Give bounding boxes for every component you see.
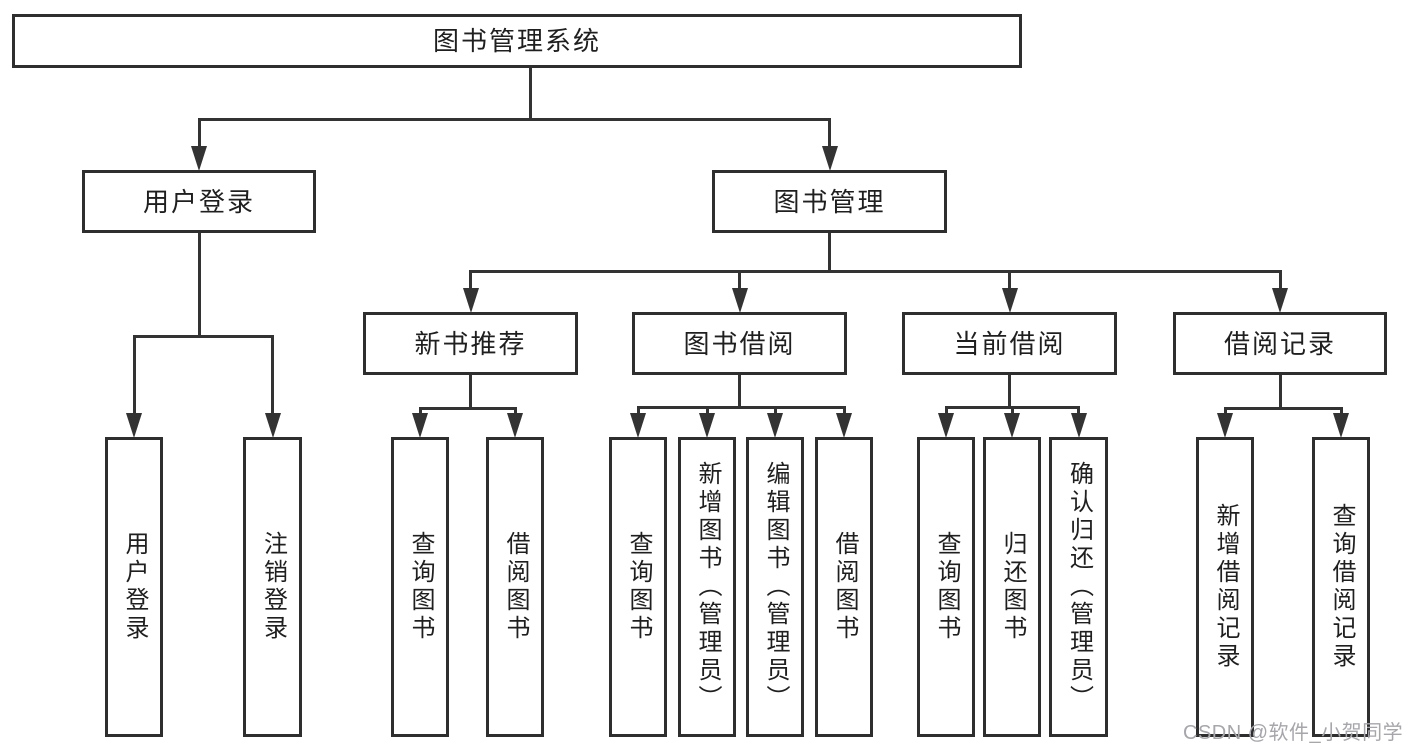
node-leaf-confirm-return-admin: 确认归还（管理员）	[1049, 437, 1108, 737]
arrow-down-icon-leaf-user-login	[126, 413, 142, 438]
connector-branch-book-borrowing	[636, 406, 846, 409]
node-leaf-current-query: 查询图书	[917, 437, 975, 737]
node-new-book-recommend: 新书推荐	[363, 312, 578, 375]
arrow-down-icon-leaf-borrowing-query	[630, 413, 646, 438]
node-borrowing-records: 借阅记录	[1173, 312, 1387, 375]
node-leaf-borrowing-query-label: 查询图书	[625, 531, 652, 643]
node-leaf-add-book-admin-label: 新增图书（管理员）	[694, 461, 721, 713]
connector-stem-current-borrowing	[1008, 375, 1011, 409]
arrow-down-icon-leaf-recommend-query	[412, 413, 428, 438]
node-leaf-logout: 注销登录	[243, 437, 302, 737]
node-leaf-add-borrow-record-label: 新增借阅记录	[1212, 503, 1239, 671]
connector-drop-borrowing-records	[1278, 270, 1282, 294]
connector-branch-user-login	[132, 335, 274, 338]
node-leaf-edit-book-admin: 编辑图书（管理员）	[746, 437, 804, 737]
csdn-watermark: CSDN @软件_小贺同学	[1183, 722, 1404, 744]
node-leaf-logout-label: 注销登录	[259, 531, 287, 643]
connector-branch-system-root	[197, 118, 831, 121]
connector-drop-new-book-recommend	[469, 270, 472, 294]
node-leaf-edit-book-admin-label: 编辑图书（管理员）	[762, 461, 789, 713]
node-book-borrowing: 图书借阅	[632, 312, 847, 375]
node-new-book-recommend-label: 新书推荐	[414, 328, 527, 359]
node-system-root-label: 图书管理系统	[432, 26, 601, 56]
connector-drop-leaf-borrowing-query	[636, 406, 640, 419]
arrow-down-icon-borrowing-records	[1272, 288, 1288, 313]
connector-drop-book-borrowing	[738, 270, 741, 294]
connector-drop-leaf-current-query	[944, 406, 948, 419]
node-leaf-return-book-label: 归还图书	[999, 531, 1026, 643]
connector-drop-leaf-user-login	[132, 335, 136, 419]
connector-stem-new-book-recommend	[469, 375, 472, 410]
connector-drop-leaf-borrow-book	[842, 406, 846, 419]
connector-branch-new-book-recommend	[418, 407, 517, 410]
connector-drop-leaf-edit-book-admin	[773, 406, 777, 419]
connector-branch-book-management	[469, 270, 1282, 273]
node-leaf-current-query-label: 查询图书	[933, 531, 960, 643]
node-leaf-borrow-book-label: 借阅图书	[831, 531, 858, 643]
node-user-login: 用户登录	[82, 170, 316, 233]
connector-branch-borrowing-records	[1223, 407, 1343, 410]
arrow-down-icon-current-borrowing	[1001, 288, 1018, 313]
node-leaf-recommend-borrow-label: 借阅图书	[502, 531, 529, 643]
node-system-root: 图书管理系统	[12, 14, 1022, 68]
node-borrowing-records-label: 借阅记录	[1223, 328, 1336, 359]
connector-drop-book-management	[828, 118, 831, 152]
arrow-down-icon-leaf-confirm-return-admin	[1070, 413, 1087, 438]
arrow-down-icon-leaf-logout	[264, 413, 281, 438]
connector-stem-system-root	[528, 68, 532, 121]
arrow-down-icon-user-login	[191, 146, 207, 171]
node-current-borrowing-label: 当前借阅	[953, 328, 1066, 359]
node-leaf-user-login: 用户登录	[105, 437, 163, 737]
arrow-down-icon-leaf-borrow-book	[836, 413, 852, 438]
node-leaf-borrowing-query: 查询图书	[609, 437, 667, 737]
arrow-down-icon-leaf-add-book-admin	[699, 413, 715, 438]
node-leaf-add-borrow-record: 新增借阅记录	[1196, 437, 1254, 737]
node-leaf-user-login-label: 用户登录	[121, 531, 148, 643]
connector-drop-leaf-logout	[271, 335, 274, 419]
arrow-down-icon-leaf-add-borrow-record	[1217, 413, 1233, 438]
connector-drop-user-login	[197, 118, 201, 152]
node-leaf-query-borrow-record: 查询借阅记录	[1312, 437, 1370, 737]
connector-stem-user-login	[197, 233, 201, 338]
arrow-down-icon-leaf-recommend-borrow	[507, 413, 523, 438]
arrow-down-icon-book-management	[821, 146, 838, 171]
node-leaf-recommend-query: 查询图书	[391, 437, 449, 737]
node-leaf-confirm-return-admin-label: 确认归还（管理员）	[1065, 461, 1093, 713]
node-leaf-recommend-query-label: 查询图书	[407, 531, 434, 643]
node-book-management: 图书管理	[712, 170, 947, 233]
node-leaf-return-book: 归还图书	[983, 437, 1041, 737]
connector-drop-leaf-confirm-return-admin	[1077, 406, 1080, 419]
node-leaf-recommend-borrow: 借阅图书	[486, 437, 544, 737]
arrow-down-icon-new-book-recommend	[462, 288, 479, 313]
arrow-down-icon-leaf-current-query	[938, 413, 954, 438]
node-book-borrowing-label: 图书借阅	[683, 328, 796, 359]
arrow-down-icon-leaf-return-book	[1004, 413, 1020, 438]
node-user-login-label: 用户登录	[142, 186, 255, 217]
connector-drop-leaf-return-book	[1010, 406, 1014, 419]
node-leaf-add-book-admin: 新增图书（管理员）	[678, 437, 736, 737]
connector-drop-current-borrowing	[1008, 270, 1011, 294]
connector-stem-borrowing-records	[1278, 375, 1282, 410]
node-book-management-label: 图书管理	[773, 186, 886, 217]
connector-drop-leaf-add-book-admin	[705, 406, 709, 419]
node-leaf-borrow-book: 借阅图书	[815, 437, 873, 737]
node-current-borrowing: 当前借阅	[902, 312, 1117, 375]
connector-stem-book-borrowing	[738, 375, 741, 409]
arrow-down-icon-leaf-edit-book-admin	[767, 413, 783, 438]
connector-stem-book-management	[828, 233, 831, 273]
arrow-down-icon-book-borrowing	[731, 288, 748, 313]
node-leaf-query-borrow-record-label: 查询借阅记录	[1328, 503, 1355, 671]
arrow-down-icon-leaf-query-borrow-record	[1333, 413, 1349, 438]
